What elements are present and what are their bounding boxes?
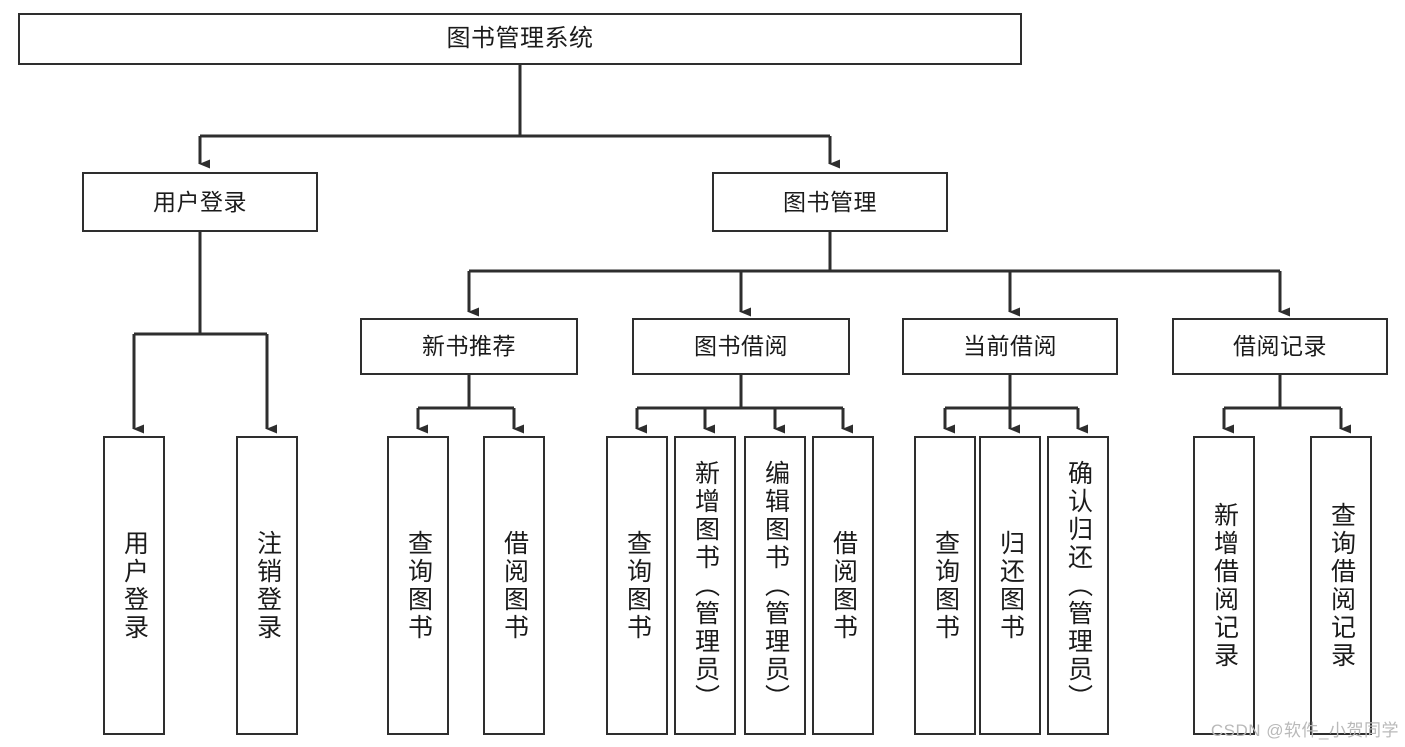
leaf-logout[interactable]: 注销登录 xyxy=(236,436,298,735)
node-current-borrow[interactable]: 当前借阅 xyxy=(902,318,1118,375)
leaf-return-book[interactable]: 归还图书 xyxy=(979,436,1041,735)
node-label: 新书推荐 xyxy=(422,333,516,360)
leaf-query-book-borrow[interactable]: 查询图书 xyxy=(606,436,668,735)
leaf-borrow-book-recommend[interactable]: 借阅图书 xyxy=(483,436,545,735)
node-new-book-recommend[interactable]: 新书推荐 xyxy=(360,318,578,375)
node-label: 查询图书 xyxy=(931,529,960,642)
node-label: 查询图书 xyxy=(404,529,433,642)
node-label: 借阅记录 xyxy=(1233,333,1327,360)
node-book-borrow[interactable]: 图书借阅 xyxy=(632,318,850,375)
node-label: 查询图书 xyxy=(623,529,652,642)
node-label: 查询借阅记录 xyxy=(1327,501,1356,670)
leaf-edit-book[interactable]: 编辑图书（管理员） xyxy=(744,436,806,735)
node-label: 确认归还（管理员） xyxy=(1064,459,1093,712)
node-label: 借阅图书 xyxy=(500,529,529,642)
leaf-confirm-return[interactable]: 确认归还（管理员） xyxy=(1047,436,1109,735)
node-label: 新增图书（管理员） xyxy=(691,459,720,712)
node-label: 图书管理 xyxy=(783,188,877,215)
node-borrow-record[interactable]: 借阅记录 xyxy=(1172,318,1388,375)
leaf-query-book-current[interactable]: 查询图书 xyxy=(914,436,976,735)
leaf-query-borrow-record[interactable]: 查询借阅记录 xyxy=(1310,436,1372,735)
leaf-add-borrow-record[interactable]: 新增借阅记录 xyxy=(1193,436,1255,735)
node-book-management[interactable]: 图书管理 xyxy=(712,172,948,232)
node-label: 编辑图书（管理员） xyxy=(761,459,790,712)
leaf-query-book-recommend[interactable]: 查询图书 xyxy=(387,436,449,735)
node-label: 当前借阅 xyxy=(963,333,1057,360)
leaf-user-login[interactable]: 用户登录 xyxy=(103,436,165,735)
node-label: 新增借阅记录 xyxy=(1210,501,1239,670)
node-label: 归还图书 xyxy=(996,529,1025,642)
node-book-management-system[interactable]: 图书管理系统 xyxy=(18,13,1022,65)
node-label: 图书管理系统 xyxy=(446,25,594,53)
node-user-login[interactable]: 用户登录 xyxy=(82,172,318,232)
node-label: 注销登录 xyxy=(253,529,282,642)
leaf-borrow-book[interactable]: 借阅图书 xyxy=(812,436,874,735)
node-label: 借阅图书 xyxy=(829,529,858,642)
node-label: 用户登录 xyxy=(153,188,247,215)
node-label: 图书借阅 xyxy=(694,333,788,360)
leaf-add-book[interactable]: 新增图书（管理员） xyxy=(674,436,736,735)
node-label: 用户登录 xyxy=(120,529,149,642)
